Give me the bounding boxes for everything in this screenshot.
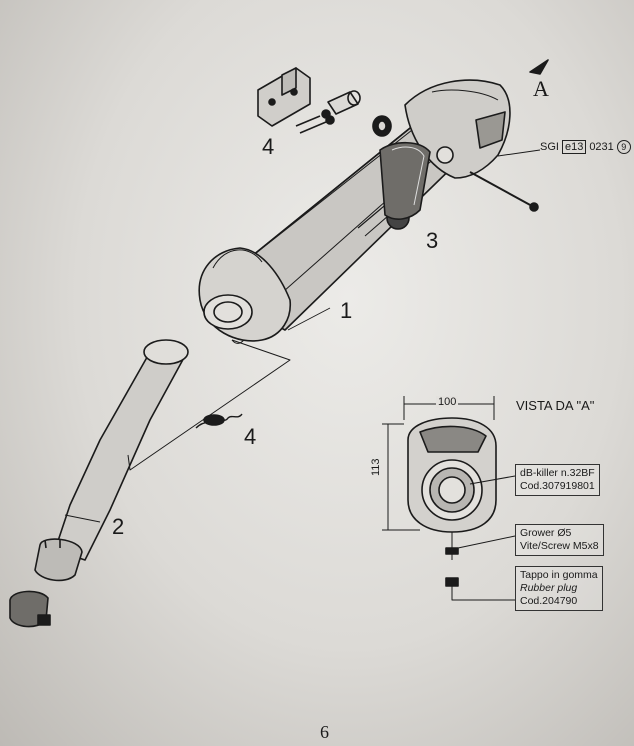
part-number-2: 2 bbox=[112, 514, 125, 539]
db-killer-code: Cod.307919801 bbox=[520, 480, 595, 492]
part-number-3: 3 bbox=[426, 228, 439, 253]
part-number-1: 1 bbox=[340, 298, 353, 323]
link-pipe bbox=[9, 339, 189, 628]
page-number: 6 bbox=[320, 722, 329, 742]
db-killer-name: dB-killer n.32BF bbox=[520, 467, 595, 479]
screw-label: Vite/Screw M5x8 bbox=[520, 540, 599, 552]
view-a-arrow bbox=[529, 59, 549, 75]
plug-label-it: Tappo in gomma bbox=[520, 569, 598, 581]
rubber-plug-callout: Tappo in gomma Rubber plug Cod.204790 bbox=[515, 566, 603, 611]
grower-screw-callout: Grower Ø5 Vite/Screw M5x8 bbox=[515, 524, 604, 556]
grower-label: Grower Ø5 bbox=[520, 527, 572, 539]
spring-leader-lines bbox=[127, 339, 291, 471]
part-number-4-bracket: 4 bbox=[262, 134, 275, 159]
rear-view-drawing bbox=[382, 396, 516, 601]
view-a-marker: A bbox=[533, 76, 549, 101]
db-killer-callout: dB-killer n.32BF Cod.307919801 bbox=[515, 464, 600, 496]
homologation-suffix: 9 bbox=[616, 140, 631, 154]
homologation-number: 0231 bbox=[589, 141, 614, 153]
dimension-width: 100 bbox=[436, 396, 459, 408]
e-mark: e13 bbox=[561, 140, 587, 154]
plug-code: Cod.204790 bbox=[520, 595, 578, 607]
dimension-height: 113 bbox=[370, 458, 382, 476]
silencer-rear-cap bbox=[404, 79, 511, 179]
view-title: VISTA DA "A" bbox=[516, 398, 595, 413]
clamp-band bbox=[379, 141, 431, 220]
spring bbox=[195, 413, 243, 429]
mounting-bracket bbox=[257, 67, 539, 212]
homologation-prefix: SGI bbox=[540, 141, 559, 153]
part-number-4-spring: 4 bbox=[244, 424, 257, 449]
homologation-code: SGI e13 0231 9 bbox=[540, 140, 631, 154]
plug-label-en: Rubber plug bbox=[520, 582, 578, 594]
